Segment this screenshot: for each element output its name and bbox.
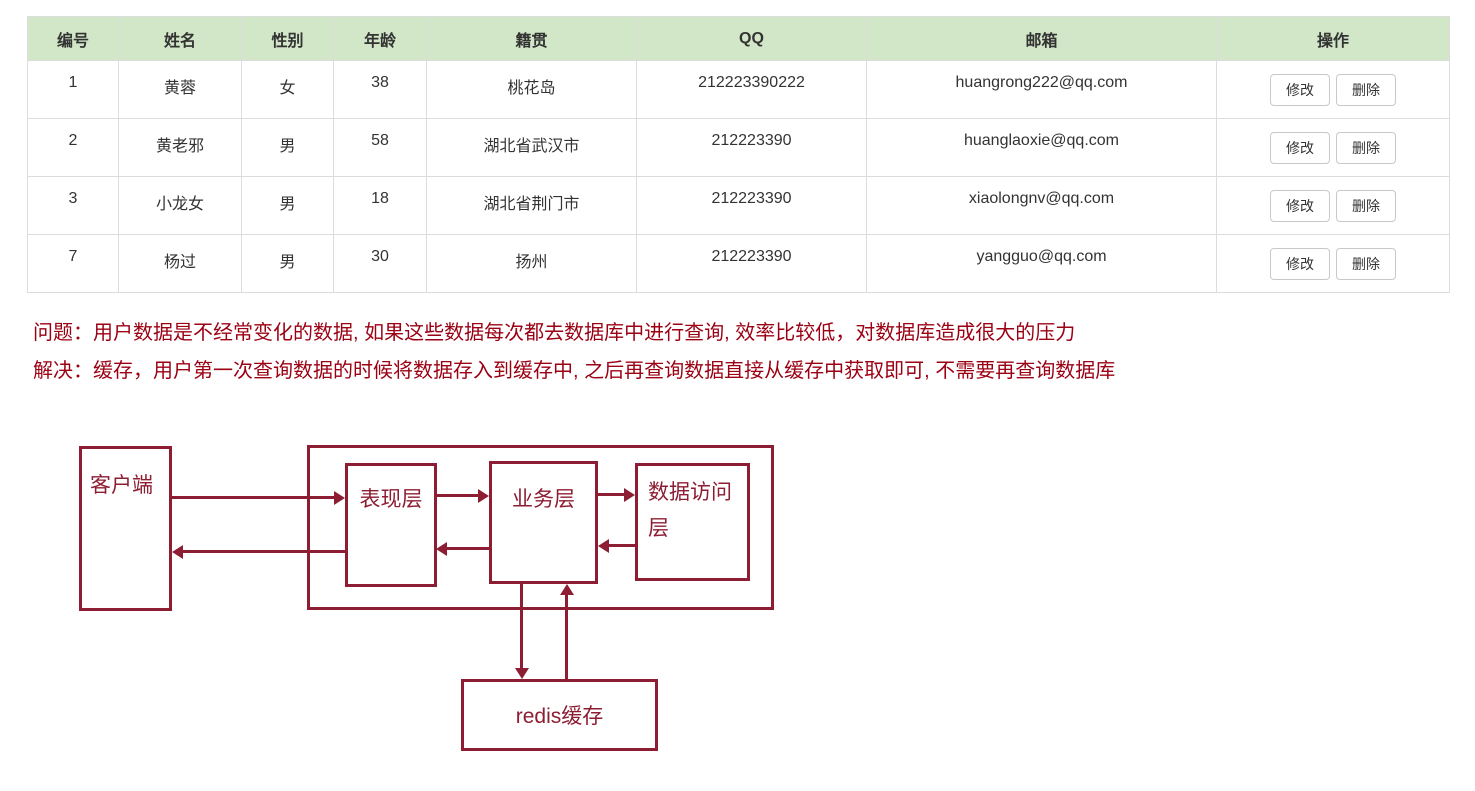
presentation-layer-label: 表现层 [359,488,423,511]
arrow-business-to-redis [520,584,523,668]
redis-cache-label: redis缓存 [515,705,604,728]
col-header-actions: 操作 [1216,16,1450,61]
cell-name: 黄老邪 [118,118,242,177]
header-row: 编号 姓名 性别 年龄 籍贯 QQ 邮箱 操作 [27,16,1450,61]
cell-actions: 修改删除 [1216,176,1450,235]
cell-qq: 212223390 [636,118,867,177]
edit-button[interactable]: 修改 [1270,190,1330,222]
arrow-presentation-to-business [436,494,478,497]
delete-button[interactable]: 删除 [1336,74,1396,106]
arrow-dataaccess-to-business [609,544,635,547]
arrow-redis-to-business [565,595,568,680]
cell-actions: 修改删除 [1216,118,1450,177]
table-row: 1 黄蓉 女 38 桃花岛 212223390222 huangrong222@… [27,60,1450,119]
cell-name: 杨过 [118,234,242,293]
cell-email: huanglaoxie@qq.com [866,118,1217,177]
cell-qq: 212223390222 [636,60,867,119]
cell-qq: 212223390 [636,176,867,235]
cell-age: 18 [333,176,427,235]
edit-button[interactable]: 修改 [1270,132,1330,164]
cell-name: 小龙女 [118,176,242,235]
cell-email: huangrong222@qq.com [866,60,1217,119]
cell-id: 3 [27,176,119,235]
server-outer-box [307,445,774,610]
cell-age: 30 [333,234,427,293]
cell-qq: 212223390 [636,234,867,293]
cell-actions: 修改删除 [1216,234,1450,293]
col-header-gender: 性别 [241,16,334,61]
col-header-email: 邮箱 [866,16,1217,61]
client-box: 客户端 [79,446,172,611]
table-row: 3 小龙女 男 18 湖北省荆门市 212223390 xiaolongnv@q… [27,176,1450,235]
data-access-layer-label: 数据访问层 [648,481,732,540]
cell-gender: 男 [241,118,334,177]
delete-button[interactable]: 删除 [1336,248,1396,280]
notes: 问题：用户数据是不经常变化的数据, 如果这些数据每次都去数据库中进行查询, 效率… [33,314,1115,390]
cell-gender: 男 [241,234,334,293]
cell-age: 58 [333,118,427,177]
solution-note: 解决：缓存，用户第一次查询数据的时候将数据存入到缓存中, 之后再查询数据直接从缓… [33,360,1116,382]
col-header-id: 编号 [27,16,119,61]
cell-hometown: 桃花岛 [426,60,637,119]
cell-age: 38 [333,60,427,119]
presentation-layer-box: 表现层 [345,463,437,587]
user-table: 编号 姓名 性别 年龄 籍贯 QQ 邮箱 操作 1 黄蓉 女 38 桃花岛 21… [27,16,1450,293]
cell-gender: 女 [241,60,334,119]
col-header-name: 姓名 [118,16,242,61]
cell-id: 2 [27,118,119,177]
cell-actions: 修改删除 [1216,60,1450,119]
problem-note: 问题：用户数据是不经常变化的数据, 如果这些数据每次都去数据库中进行查询, 效率… [33,322,1076,344]
table-row: 7 杨过 男 30 扬州 212223390 yangguo@qq.com 修改… [27,234,1450,293]
business-layer-label: 业务层 [512,488,575,511]
edit-button[interactable]: 修改 [1270,248,1330,280]
client-label: 客户端 [90,474,153,497]
cell-gender: 男 [241,176,334,235]
delete-button[interactable]: 删除 [1336,190,1396,222]
col-header-qq: QQ [636,16,867,61]
table-header: 编号 姓名 性别 年龄 籍贯 QQ 邮箱 操作 [27,16,1450,61]
cell-hometown: 湖北省荆门市 [426,176,637,235]
redis-cache-box: redis缓存 [461,679,658,751]
arrow-business-to-presentation [447,547,489,550]
cell-id: 7 [27,234,119,293]
cell-email: xiaolongnv@qq.com [866,176,1217,235]
col-header-hometown: 籍贯 [426,16,637,61]
arrow-presentation-to-client [183,550,345,553]
delete-button[interactable]: 删除 [1336,132,1396,164]
cell-hometown: 扬州 [426,234,637,293]
arrow-business-to-dataaccess [598,493,624,496]
cell-id: 1 [27,60,119,119]
cell-hometown: 湖北省武汉市 [426,118,637,177]
data-access-layer-box: 数据访问层 [635,463,750,581]
table-row: 2 黄老邪 男 58 湖北省武汉市 212223390 huanglaoxie@… [27,118,1450,177]
cell-email: yangguo@qq.com [866,234,1217,293]
cell-name: 黄蓉 [118,60,242,119]
arrow-client-to-presentation [172,496,334,499]
business-layer-box: 业务层 [489,461,598,584]
col-header-age: 年龄 [333,16,427,61]
edit-button[interactable]: 修改 [1270,74,1330,106]
